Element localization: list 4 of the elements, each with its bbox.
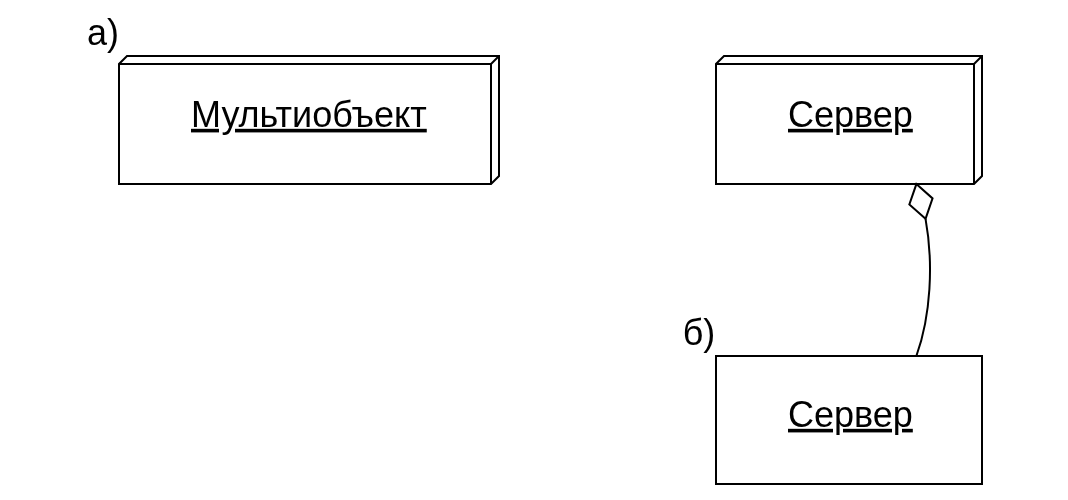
node-box: Сервер <box>714 355 983 485</box>
connector <box>907 182 934 357</box>
node-label: б) <box>682 311 715 353</box>
node-label: а) <box>86 11 119 53</box>
